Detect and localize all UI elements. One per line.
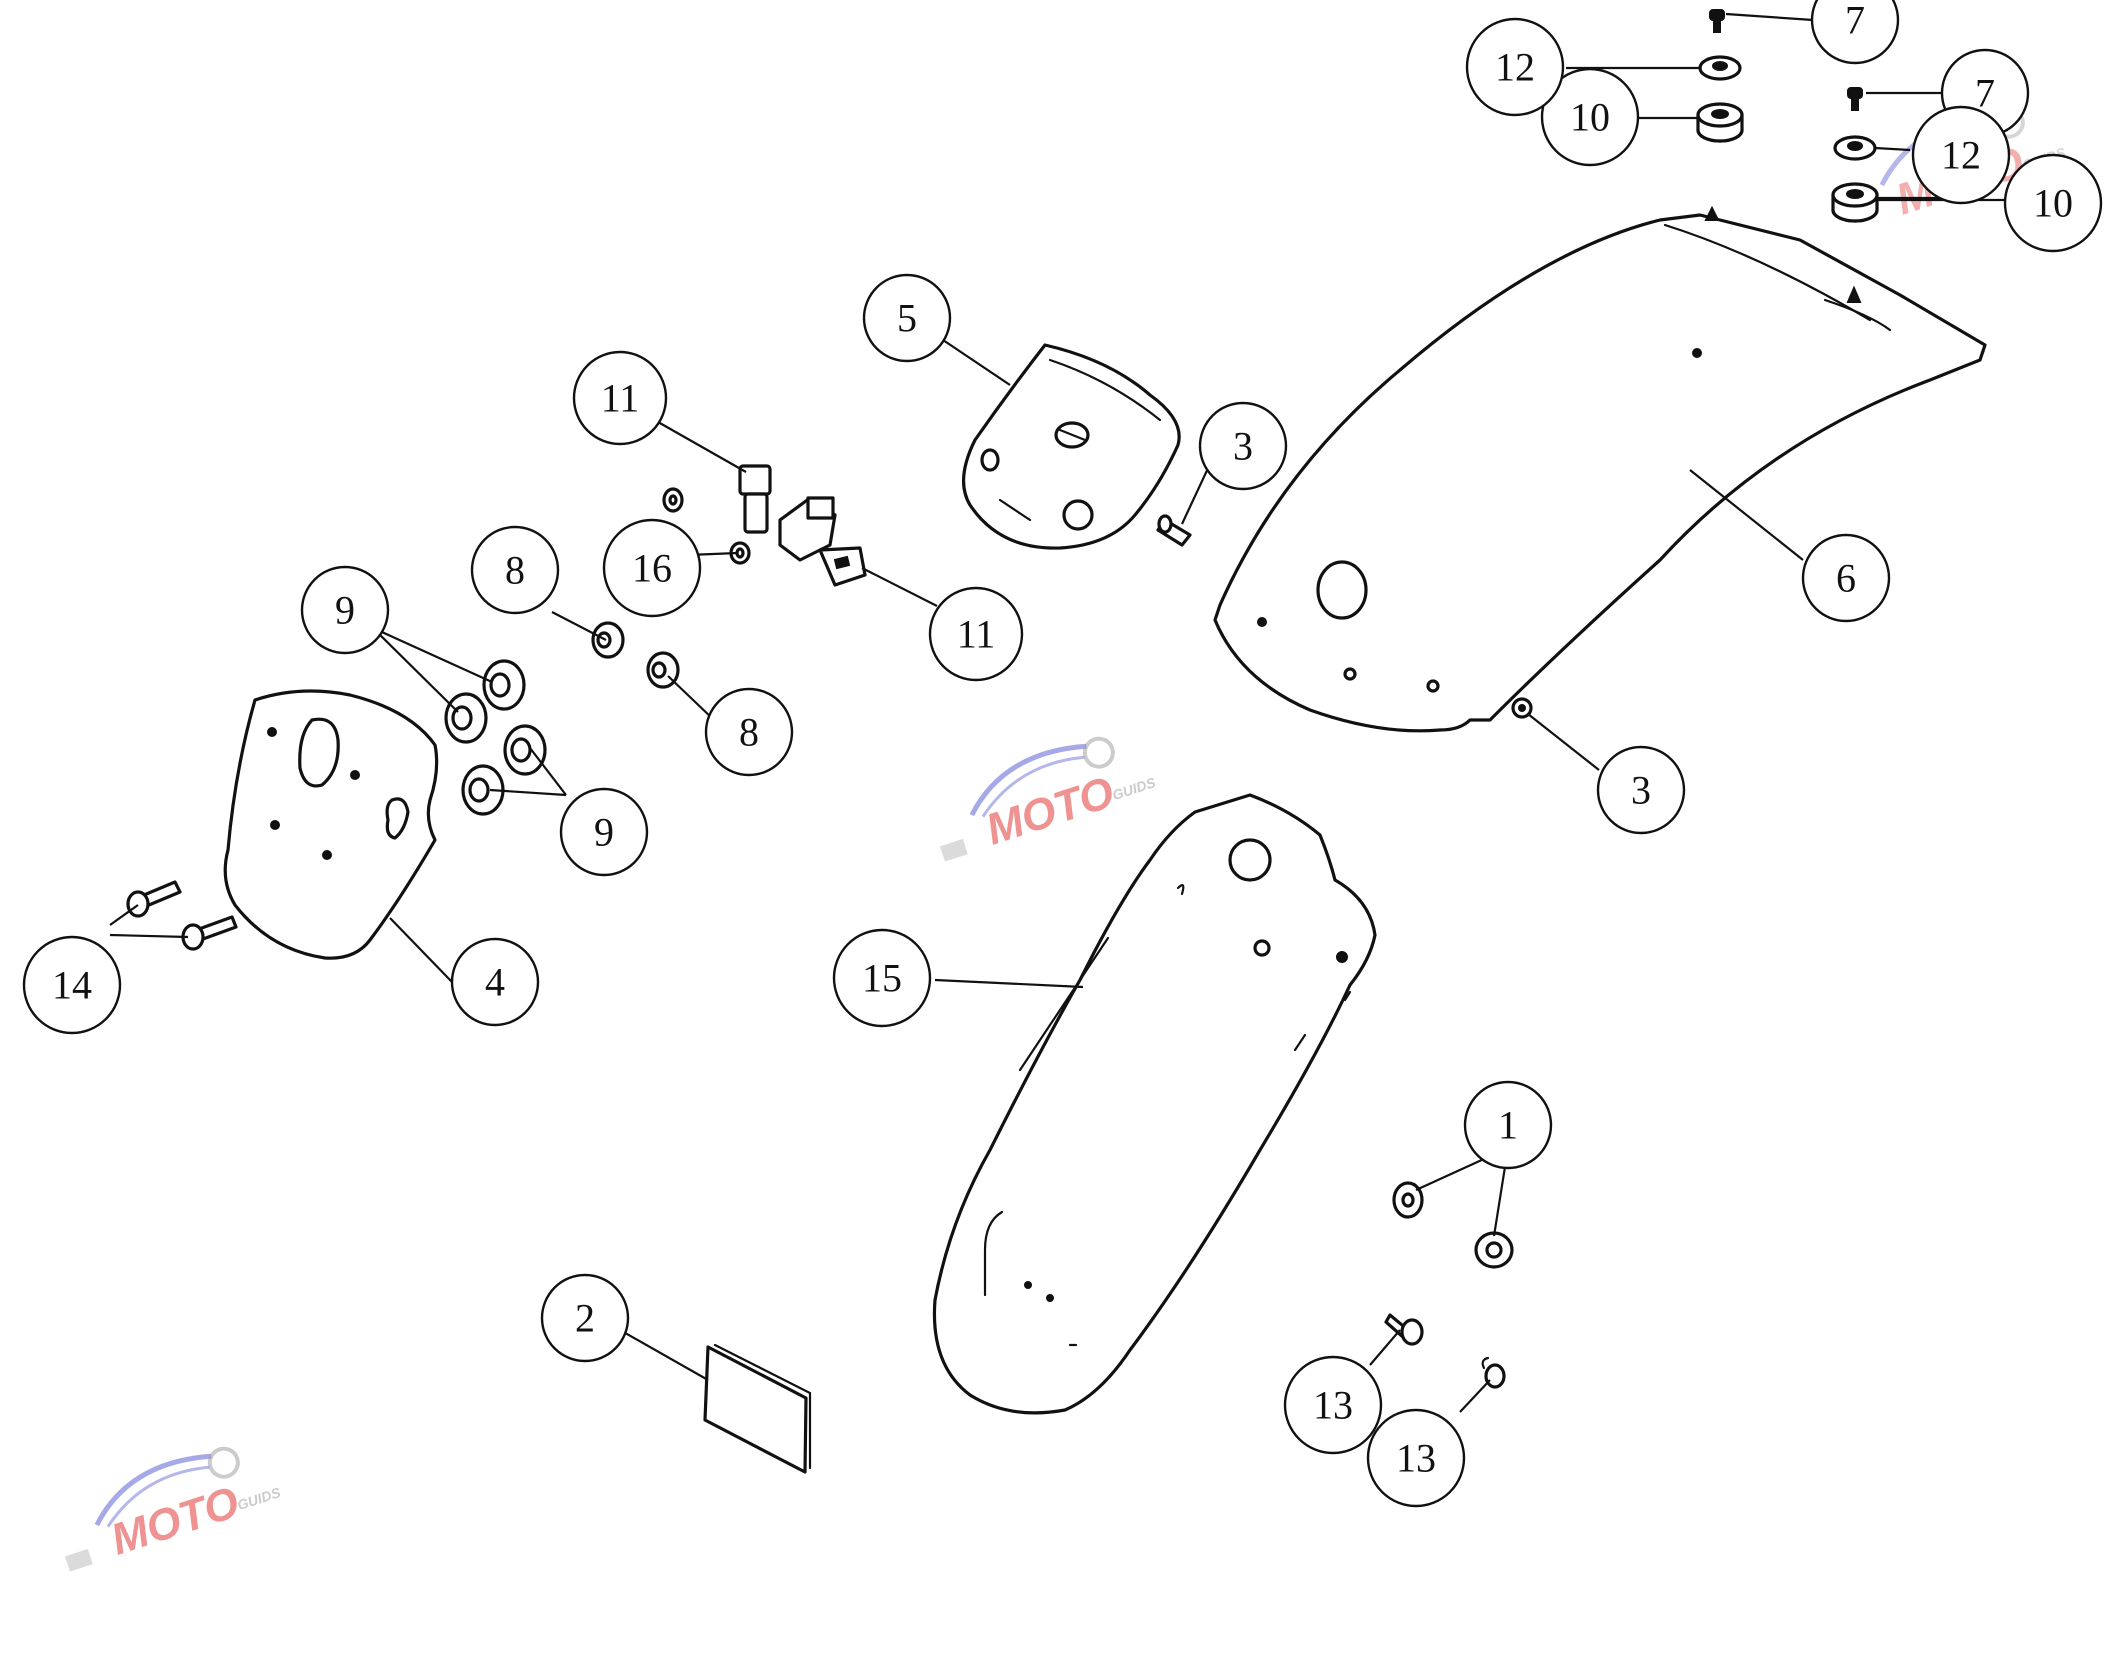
callout-label-12b: 12 xyxy=(1941,133,1981,178)
bushings xyxy=(591,621,680,689)
callout-label-12a: 12 xyxy=(1495,45,1535,90)
callout-7a: 7 xyxy=(1810,0,1900,65)
callout-label-3a: 3 xyxy=(1233,424,1253,469)
callout-label-10a: 10 xyxy=(1570,95,1610,140)
callout-label-16: 16 xyxy=(632,546,672,591)
leader-lines xyxy=(109,12,2008,1413)
callout-label-6: 6 xyxy=(1836,556,1856,601)
callout-3b: 3 xyxy=(1596,745,1686,835)
callout-label-14: 14 xyxy=(52,963,92,1008)
callout-11a: 11 xyxy=(572,350,668,446)
callout-10a: 10 xyxy=(1540,67,1640,167)
callout-label-13b: 13 xyxy=(1396,1436,1436,1481)
callout-label-5: 5 xyxy=(897,296,917,341)
screws-3 xyxy=(1156,514,1533,719)
reflector xyxy=(703,1343,812,1474)
callout-9b: 9 xyxy=(559,787,649,877)
callout-label-9b: 9 xyxy=(594,810,614,855)
small-washers xyxy=(662,487,751,565)
grommets xyxy=(444,659,547,816)
callout-label-2: 2 xyxy=(575,1296,595,1341)
callout-5: 5 xyxy=(862,273,952,363)
callout-12b: 12 xyxy=(1911,105,2011,205)
bolts-14 xyxy=(126,880,238,951)
callout-label-7a: 7 xyxy=(1845,0,1865,43)
tail-light-housing xyxy=(961,343,1181,550)
callout-14: 14 xyxy=(22,935,122,1035)
rear-fender xyxy=(1213,205,1987,733)
watermark-logo-center: MOTO GUIDS xyxy=(940,736,1158,862)
callout-12a: 12 xyxy=(1465,17,1565,117)
callout-10b: 10 xyxy=(2003,153,2103,253)
callout-label-11b: 11 xyxy=(957,612,996,657)
callout-label-15: 15 xyxy=(862,956,902,1001)
callout-label-11a: 11 xyxy=(601,376,640,421)
washers-1 xyxy=(1392,1181,1514,1269)
callout-label-7b: 7 xyxy=(1975,71,1995,116)
screws-13 xyxy=(1384,1313,1506,1389)
callout-label-8a: 8 xyxy=(505,548,525,593)
callout-13a: 13 xyxy=(1283,1355,1383,1455)
callout-4: 4 xyxy=(450,937,540,1027)
callout-3a: 3 xyxy=(1198,401,1288,491)
svg-text:GUIDS: GUIDS xyxy=(235,1484,283,1513)
wiring-connectors xyxy=(738,464,867,587)
watermark-logo-bottom-left: MOTO GUIDS xyxy=(65,1446,283,1572)
callout-1: 1 xyxy=(1463,1080,1553,1170)
callout-label-10b: 10 xyxy=(2033,181,2073,226)
license-plate-bracket xyxy=(223,689,439,960)
callout-2: 2 xyxy=(540,1273,630,1363)
callout-label-1: 1 xyxy=(1498,1103,1518,1148)
callout-6: 6 xyxy=(1801,533,1891,623)
callout-8b: 8 xyxy=(704,687,794,777)
callout-label-8b: 8 xyxy=(739,710,759,755)
callout-13b: 13 xyxy=(1366,1408,1466,1508)
callout-9a: 9 xyxy=(300,565,390,655)
callout-label-9a: 9 xyxy=(335,588,355,633)
callout-label-3b: 3 xyxy=(1631,768,1651,813)
fasteners-top xyxy=(1696,9,1879,223)
callout-16: 16 xyxy=(602,518,702,618)
callout-15: 15 xyxy=(832,928,932,1028)
svg-text:GUIDS: GUIDS xyxy=(1110,774,1158,803)
front-fender xyxy=(932,793,1377,1415)
callout-8a: 8 xyxy=(470,525,560,615)
callout-label-4: 4 xyxy=(485,960,505,1005)
callout-label-13a: 13 xyxy=(1313,1383,1353,1428)
callout-11b: 11 xyxy=(928,586,1024,682)
